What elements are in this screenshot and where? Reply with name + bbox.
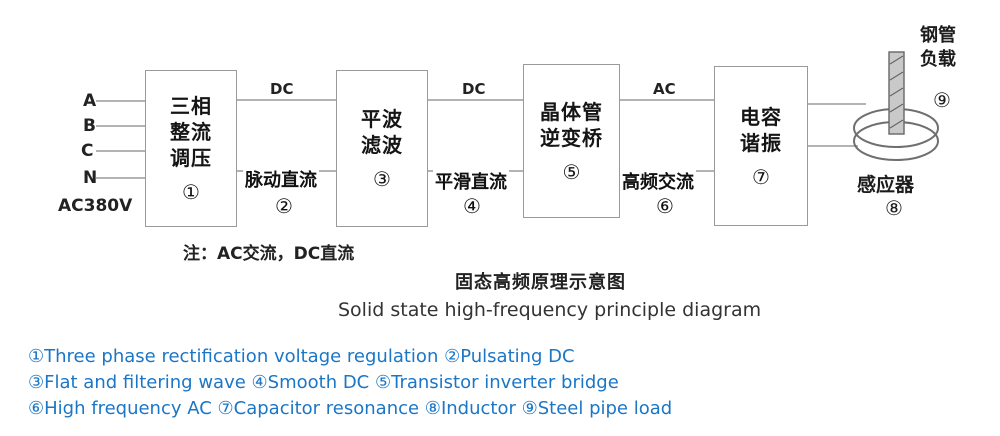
block-number: ①: [182, 180, 200, 204]
inductor-label: 感应器: [855, 170, 917, 197]
block-label: 整流: [170, 120, 212, 144]
block-label: 电容: [740, 104, 782, 129]
block-transistor-inverter: 晶体管 逆变桥 ⑤: [523, 64, 620, 218]
load-label-line1: 钢管: [920, 25, 956, 46]
inductor-number-8: ⑧: [885, 196, 903, 220]
legend-line-3: ⑥High frequency AC ⑦Capacitor resonance …: [28, 398, 673, 419]
phase-label-n: N: [83, 168, 98, 188]
wire-label-ac: AC: [653, 80, 676, 98]
block-label: 谐振: [740, 130, 782, 155]
block-label: 三相: [170, 94, 212, 118]
input-voltage-label: AC380V: [58, 196, 133, 216]
diagram-title-zh: 固态高频原理示意图: [455, 272, 626, 293]
steel-pipe: [888, 51, 905, 135]
legend-line-2: ③Flat and filtering wave ④Smooth DC ⑤Tra…: [28, 372, 619, 393]
wire-label-dc-2: DC: [462, 80, 486, 98]
wire-number-4: ④: [463, 194, 481, 218]
block-label: 逆变桥: [540, 125, 603, 150]
wire-number-2: ②: [275, 194, 293, 218]
wire-label-hf-ac: 高频交流: [620, 168, 696, 194]
block-smoothing-filter: 平波 滤波 ③: [336, 70, 428, 227]
load-number-9: ⑨: [933, 88, 951, 112]
load-label-line2: 负载: [920, 49, 956, 70]
wire-label-pulsating-dc: 脉动直流: [243, 166, 319, 192]
block-number: ⑦: [752, 164, 770, 189]
block-label: 平波: [361, 107, 403, 131]
block-label: 滤波: [361, 133, 403, 157]
phase-label-a: A: [83, 91, 97, 111]
input-wires: [96, 100, 145, 179]
wire-label-smooth-dc: 平滑直流: [433, 168, 509, 194]
wire-number-6: ⑥: [656, 194, 674, 218]
steel-pipe-load-label: 钢管 负载: [920, 24, 956, 72]
block-number: ③: [373, 167, 391, 191]
block-capacitor-resonance: 电容 谐振 ⑦: [714, 66, 808, 226]
block-label: 晶体管: [540, 99, 603, 124]
legend-line-1: ①Three phase rectification voltage regul…: [28, 346, 575, 367]
phase-label-c: C: [81, 141, 94, 161]
note-ac-dc: 注：AC交流，DC直流: [183, 244, 355, 264]
wire-label-dc-1: DC: [270, 80, 294, 98]
block-rectifier-regulator: 三相 整流 调压 ①: [145, 70, 237, 227]
phase-label-b: B: [83, 116, 96, 136]
block-label: 调压: [170, 146, 212, 170]
block-number: ⑤: [562, 159, 581, 184]
diagram-title-en: Solid state high-frequency principle dia…: [338, 299, 762, 321]
